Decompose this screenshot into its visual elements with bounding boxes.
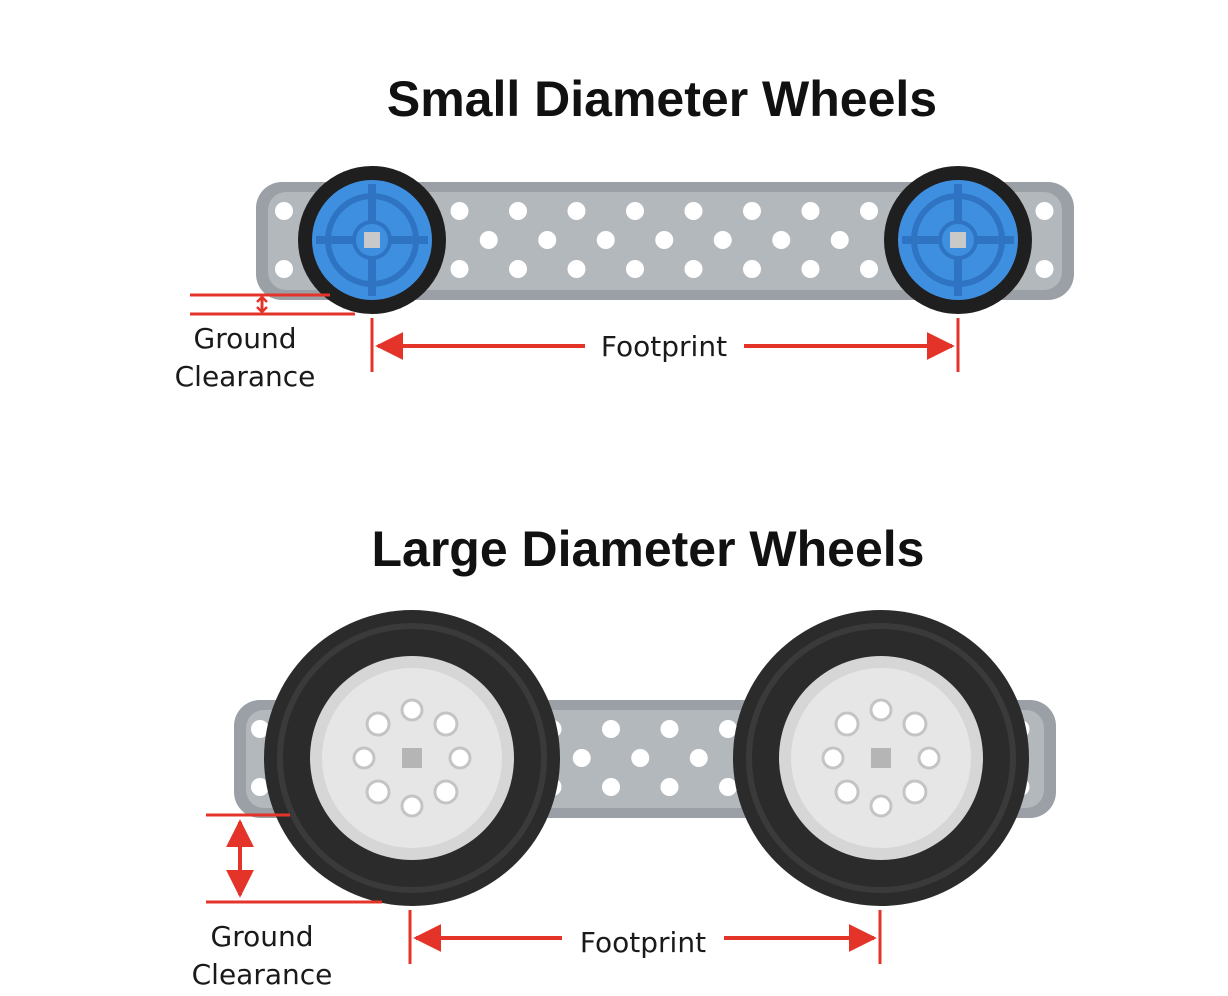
beam-hole [479,231,498,249]
beam-hole [743,260,761,278]
wheel-hole [433,711,459,737]
wheel-hole [448,746,472,770]
beam-hole [450,260,469,278]
beam-hole [626,260,644,278]
beam-hole [860,202,878,220]
wheel-hole [400,698,424,722]
beam-hole [689,749,708,767]
beam-hole [719,720,737,738]
wheel-hole [821,746,845,770]
beam-hole [860,260,878,278]
small-blue-wheel-icon [298,166,446,314]
footprint-marker [370,318,960,372]
footprint-label: Footprint [601,330,727,363]
panel-small-wheels: Small Diameter Wheels [175,71,1074,393]
beam-hole [660,778,679,796]
beam-hole [801,260,820,278]
small-blue-wheel-icon [884,166,1032,314]
wheel-hole [917,746,941,770]
wheel-hole [869,794,893,818]
beam-hole [743,202,761,220]
beam-hole [251,778,269,796]
large-tire-wheel-icon [264,610,560,906]
ground-clearance-label-line2: Clearance [192,958,333,991]
beam-hole [1035,260,1054,278]
wheel-hole [834,711,860,737]
beam-hole [538,231,557,249]
beam-hole [275,260,293,278]
beam-hole [596,231,615,249]
beam-hole [450,202,469,220]
wheel-hole [433,779,459,805]
panel-large-wheels: Large Diameter Wheels [192,521,1056,991]
wheel-hole [834,779,860,805]
beam-hole [251,720,269,738]
wheel-hole [352,746,376,770]
large-tire-wheel-icon [733,610,1029,906]
beam-hole [567,202,586,220]
beam-hole [275,202,293,220]
beam-hole [572,749,591,767]
footprint-label: Footprint [580,926,706,959]
beam-hole [509,260,527,278]
wheel-hole [902,711,928,737]
beam-hole [684,202,703,220]
ground-clearance-label-line1: Ground [211,920,314,953]
beam-hole [631,749,650,767]
beam-hole [626,202,644,220]
ground-clearance-marker [206,813,382,904]
wheel-hole [365,711,391,737]
ground-clearance-marker [190,293,355,316]
beam-hole [1035,202,1054,220]
beam-hole [602,720,620,738]
beam-hole [684,260,703,278]
panel-title: Small Diameter Wheels [387,71,937,127]
beam-hole [655,231,674,249]
beam-hole [567,260,586,278]
wheel-hole [902,779,928,805]
beam-hole [801,202,820,220]
beam-hole [830,231,849,249]
wheel-hole [365,779,391,805]
beam-hole [772,231,791,249]
wheel-hole [869,698,893,722]
ground-clearance-label-line1: Ground [194,322,297,355]
wheel-hole [400,794,424,818]
beam-hole [713,231,732,249]
beam-hole [719,778,737,796]
ground-clearance-label-line2: Clearance [175,360,316,393]
beam-hole [660,720,679,738]
beam-hole [602,778,620,796]
panel-title: Large Diameter Wheels [372,521,925,577]
footprint-marker [408,910,882,964]
beam-hole [509,202,527,220]
